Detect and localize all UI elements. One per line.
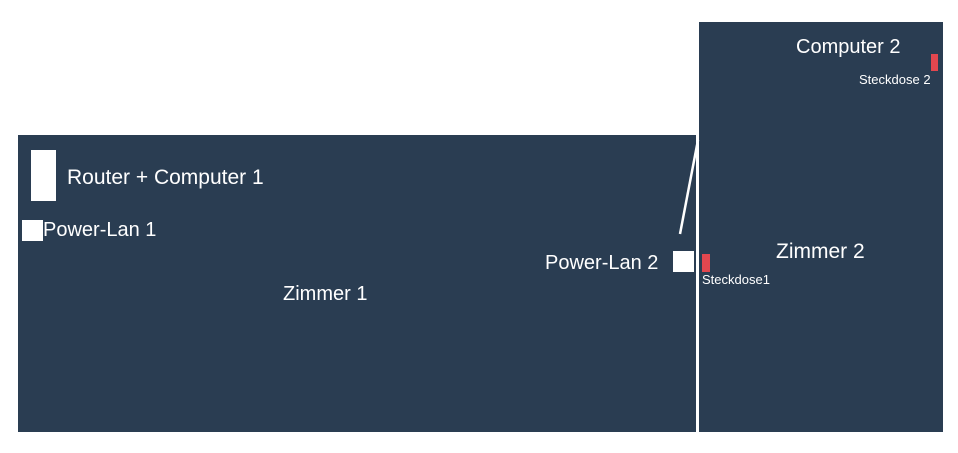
- zimmer-1-label: Zimmer 1: [283, 283, 368, 305]
- power-lan-2-label: Power-Lan 2: [545, 252, 659, 274]
- router-computer-1-device: [31, 150, 56, 201]
- steckdose-2-label: Steckdose 2: [859, 72, 931, 87]
- steckdose-1-label: Steckdose1: [702, 272, 770, 287]
- power-lan-2-device: [673, 251, 694, 272]
- computer-2-label: Computer 2: [796, 36, 901, 58]
- steckdose-1-socket: [702, 254, 710, 272]
- power-lan-1-label: Power-Lan 1: [43, 219, 157, 241]
- zimmer-2-label: Zimmer 2: [776, 240, 865, 263]
- room-zimmer-1: [18, 135, 696, 432]
- power-lan-1-device: [22, 220, 43, 241]
- room-divider-wall: [696, 205, 699, 433]
- steckdose-2-socket: [931, 54, 938, 71]
- room-zimmer-2: [699, 22, 943, 432]
- router-computer-1-label: Router + Computer 1: [67, 166, 264, 189]
